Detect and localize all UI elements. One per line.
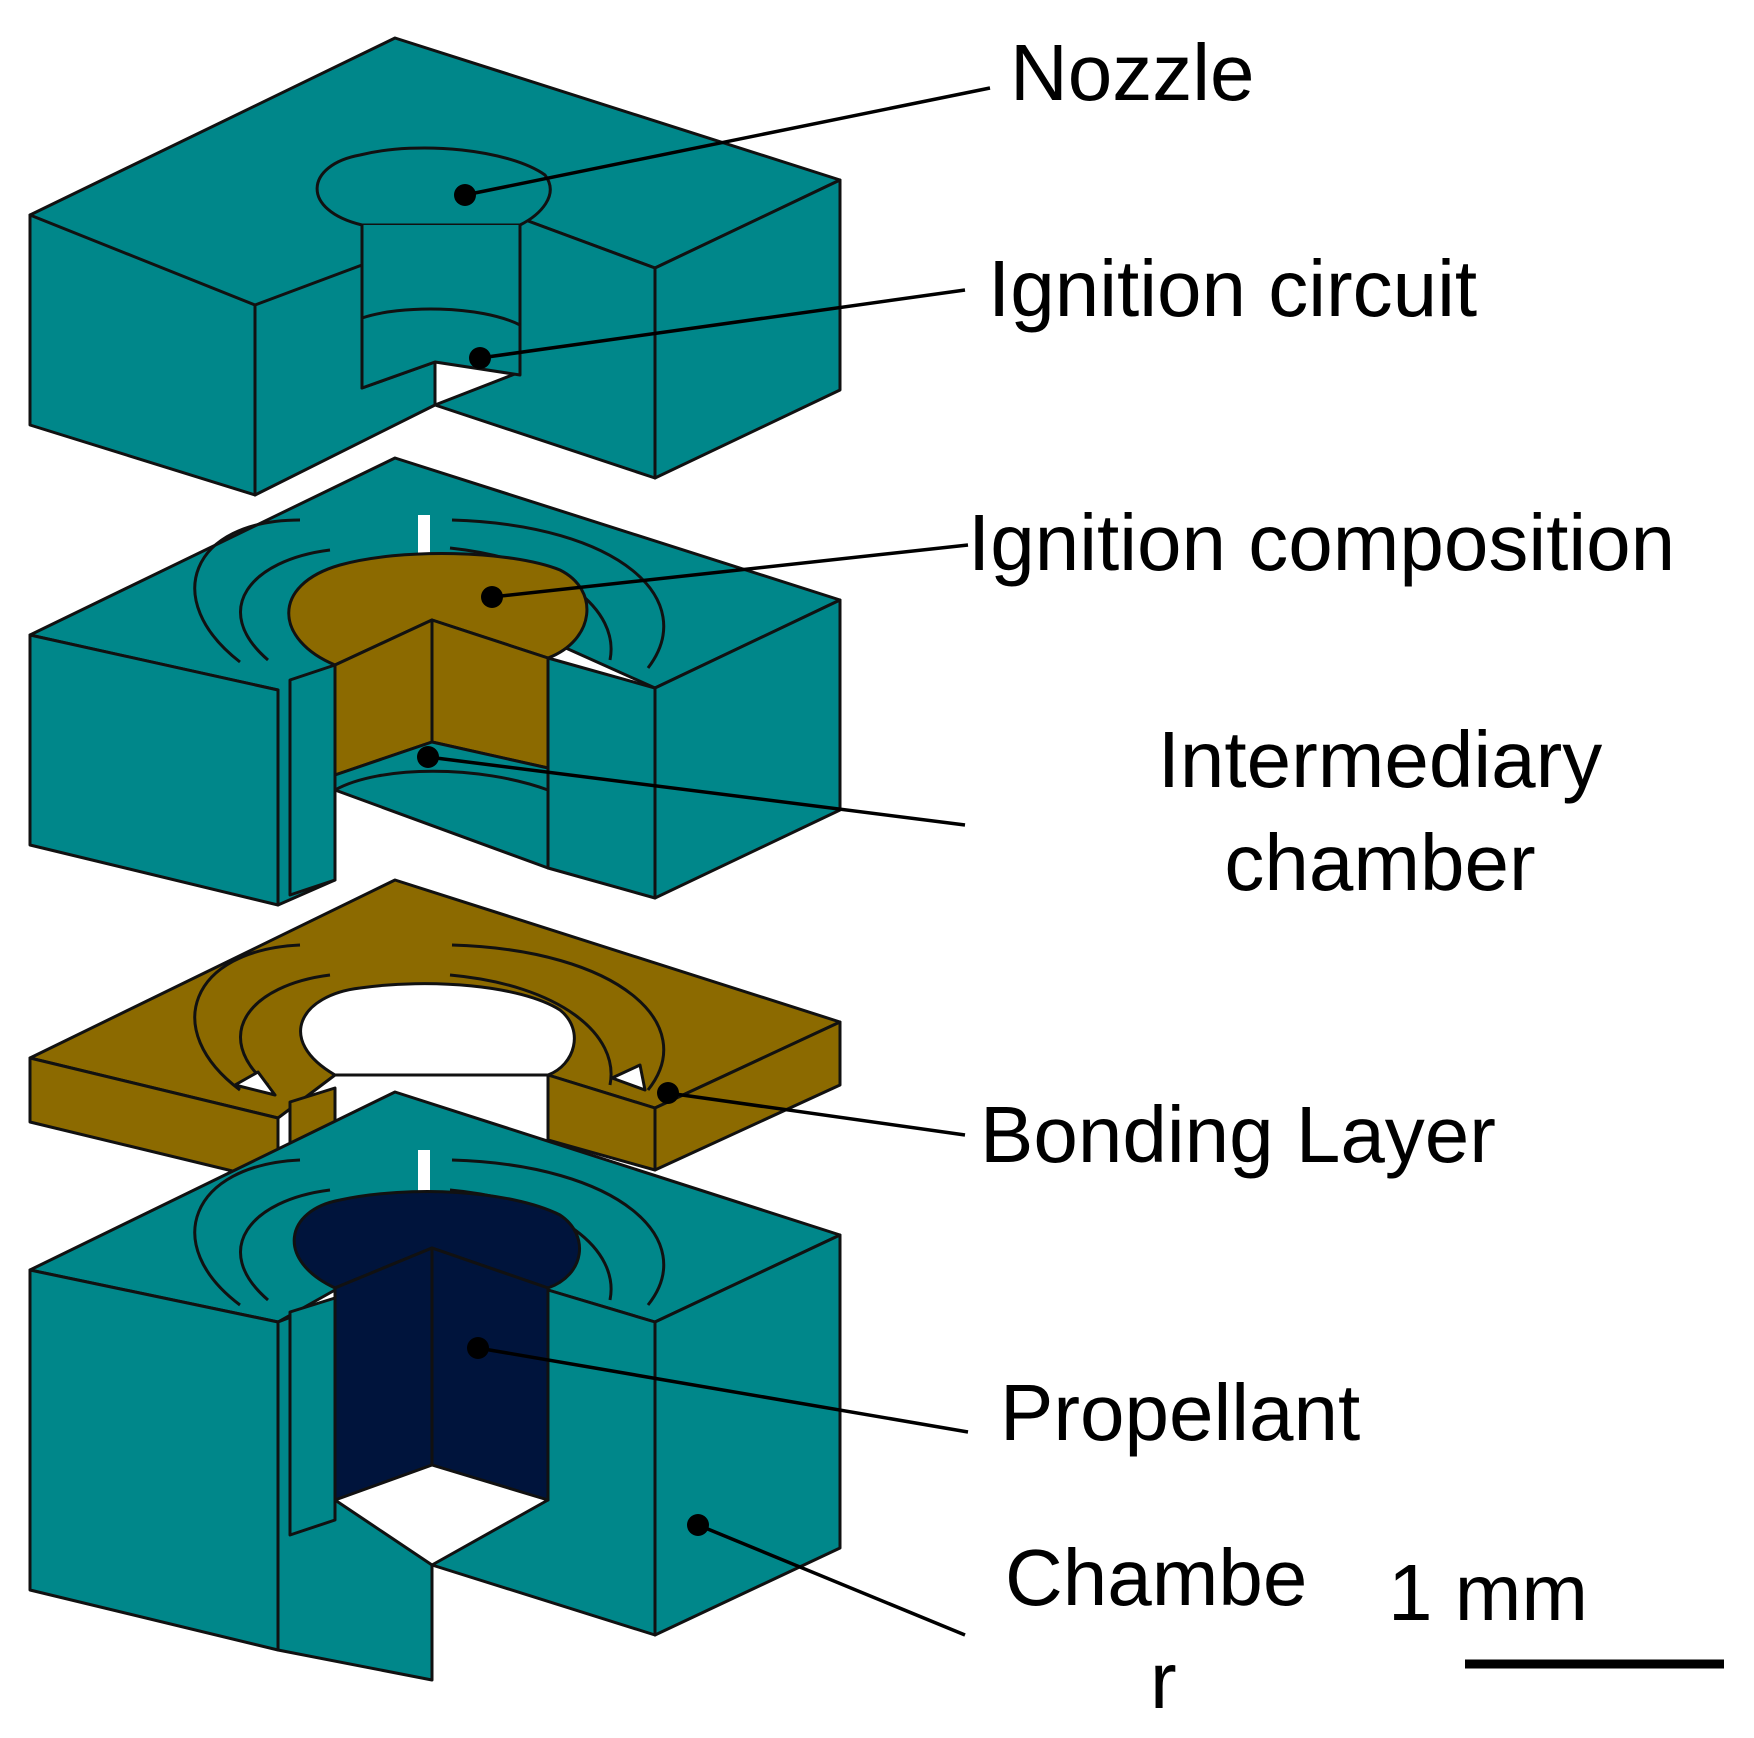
chamber-slot-post <box>288 1296 337 1537</box>
intermediary-cavity <box>333 740 550 792</box>
label-propellant: Propellant <box>1000 1368 1360 1457</box>
leader-bonding-layer <box>667 1091 966 1137</box>
label-intermediary-chamber-line1: Intermediary <box>1158 715 1603 804</box>
intermediary-block-left-face <box>28 633 280 907</box>
bonding-layer-inner-ring <box>239 973 613 1087</box>
scale-bar-label: 1 mm <box>1388 1548 1588 1637</box>
leader-dot-ignition-circuit <box>469 347 491 369</box>
intermediary-outer-ring-groove <box>193 518 666 669</box>
intermediary-block <box>28 456 842 907</box>
propellant-front-right <box>430 1246 550 1502</box>
component-labels: Nozzle Ignition circuit Ignition composi… <box>968 28 1675 1725</box>
label-chamber-line1: Chambe <box>1005 1533 1307 1622</box>
bonding-layer-plate <box>28 878 842 1184</box>
label-nozzle: Nozzle <box>1010 28 1255 117</box>
leader-lines <box>417 86 991 1637</box>
label-chamber-line2: r <box>1150 1636 1177 1725</box>
nozzle-bore <box>360 225 522 390</box>
scale-bar: 1 mm <box>1388 1548 1724 1669</box>
ignition-composition-disc <box>287 552 589 667</box>
chamber-outer-ring-groove <box>193 1158 666 1307</box>
bonding-layer-void-right <box>610 1063 647 1092</box>
chamber-ring-gap <box>418 1150 430 1195</box>
leader-intermediary-chamber <box>427 755 966 827</box>
leader-propellant <box>477 1346 969 1434</box>
chamber-block-front-right <box>430 1288 657 1637</box>
leader-dot-bonding-layer <box>657 1082 679 1104</box>
nozzle-block-right-face <box>653 178 842 480</box>
leader-dot-propellant <box>467 1337 489 1359</box>
propellant-top <box>292 1190 581 1290</box>
intermediary-slot-post <box>288 663 337 897</box>
bonding-layer-outer-ring <box>193 943 666 1092</box>
propellant-front-left <box>333 1246 434 1502</box>
leader-nozzle <box>464 86 991 197</box>
bonding-layer-void-left <box>233 1070 277 1097</box>
leader-ignition-composition <box>491 543 969 599</box>
leader-chamber <box>697 1523 966 1637</box>
nozzle-block <box>28 36 842 497</box>
label-ignition-composition: Ignition composition <box>968 498 1675 587</box>
leader-dot-nozzle <box>454 184 476 206</box>
bonding-layer-front-right <box>546 1073 657 1172</box>
leader-dot-chamber <box>687 1514 709 1536</box>
label-bonding-layer: Bonding Layer <box>980 1090 1496 1179</box>
ignition-circuit-ledge <box>361 307 521 327</box>
intermediary-ring-gap-left <box>418 515 430 555</box>
bonding-layer-central-void <box>299 982 576 1077</box>
leader-ignition-circuit <box>479 288 966 360</box>
label-intermediary-chamber-line2: chamber <box>1224 818 1535 907</box>
chamber-block-left-face <box>28 1268 280 1652</box>
leader-dot-ignition-composition <box>481 586 503 608</box>
chamber-block <box>28 1090 842 1682</box>
leader-dot-intermediary-chamber <box>417 746 439 768</box>
nozzle-opening <box>315 146 552 227</box>
label-ignition-circuit: Ignition circuit <box>988 244 1477 333</box>
